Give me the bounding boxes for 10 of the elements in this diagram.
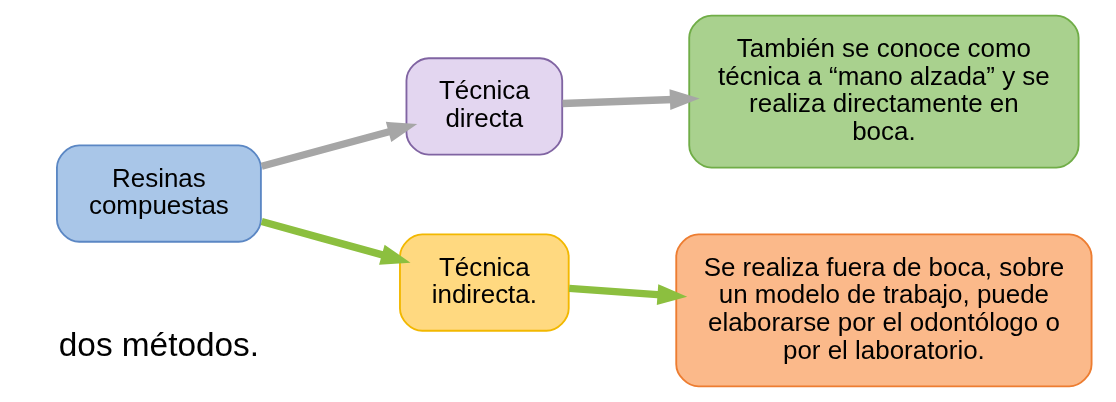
node-box: Técnica indirecta. [398, 233, 570, 332]
arrow [260, 217, 411, 265]
arrow [561, 89, 700, 110]
node-box: Técnica directa [405, 57, 563, 156]
arrow [260, 121, 417, 170]
node-box: Resinas compuestas [55, 144, 262, 243]
arrow [568, 284, 687, 306]
node-box: También se conoce como técnica a “mano alzada” y se realiza directamente en boca. [687, 14, 1080, 169]
label: dos métodos. [58, 325, 259, 363]
node-box: Se realiza fuera de boca, sobre un modelo de trabajo, puede elaborarse por el odontólogo o por el laboratorio. [674, 233, 1092, 388]
